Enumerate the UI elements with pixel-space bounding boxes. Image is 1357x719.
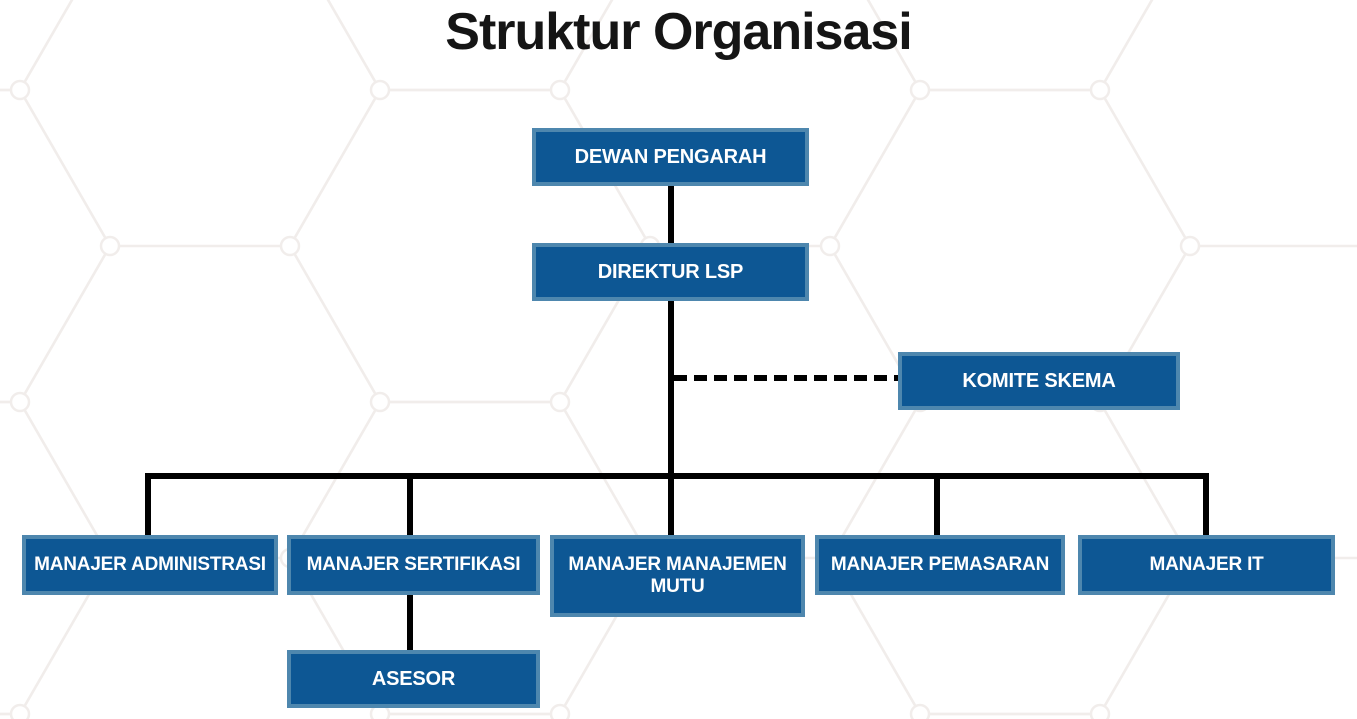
node-label: MANAJER PEMASARAN	[830, 554, 1050, 576]
node-label: ASESOR	[371, 667, 456, 690]
connector-drop-pemasaran	[934, 473, 940, 537]
node-label: MANAJER IT	[1149, 554, 1264, 576]
connector-drop-sertifikasi	[407, 473, 413, 537]
page-title: Struktur Organisasi	[445, 3, 912, 61]
node-label: DIREKTUR LSP	[597, 260, 744, 283]
connector-sertifikasi-asesor	[407, 595, 413, 651]
node-label: MANAJER MANAJEMEN MUTU	[568, 554, 787, 597]
node-label: KOMITE SKEMA	[962, 369, 1116, 392]
node-manajer-manajemen-mutu: MANAJER MANAJEMEN MUTU	[550, 535, 805, 617]
node-asesor: ASESOR	[287, 650, 540, 708]
node-label: MANAJER ADMINISTRASI	[34, 554, 266, 576]
connector-drop-administrasi	[145, 473, 151, 537]
connector-direktur-trunk	[668, 300, 674, 537]
node-dewan-pengarah: DEWAN PENGARAH	[532, 128, 809, 186]
node-manajer-administrasi: MANAJER ADMINISTRASI	[22, 535, 278, 595]
node-manajer-it: MANAJER IT	[1078, 535, 1335, 595]
node-manajer-pemasaran: MANAJER PEMASARAN	[815, 535, 1065, 595]
connector-drop-it	[1203, 473, 1209, 537]
node-label: MANAJER SERTIFIKASI	[306, 554, 521, 576]
connector-dashed-komite	[674, 375, 898, 381]
node-label: DEWAN PENGARAH	[574, 145, 767, 168]
node-komite-skema: KOMITE SKEMA	[898, 352, 1180, 410]
connector-branch-bar	[145, 473, 1209, 479]
node-manajer-sertifikasi: MANAJER SERTIFIKASI	[287, 535, 540, 595]
connector-dewan-direktur	[668, 185, 674, 243]
node-direktur-lsp: DIREKTUR LSP	[532, 243, 809, 301]
